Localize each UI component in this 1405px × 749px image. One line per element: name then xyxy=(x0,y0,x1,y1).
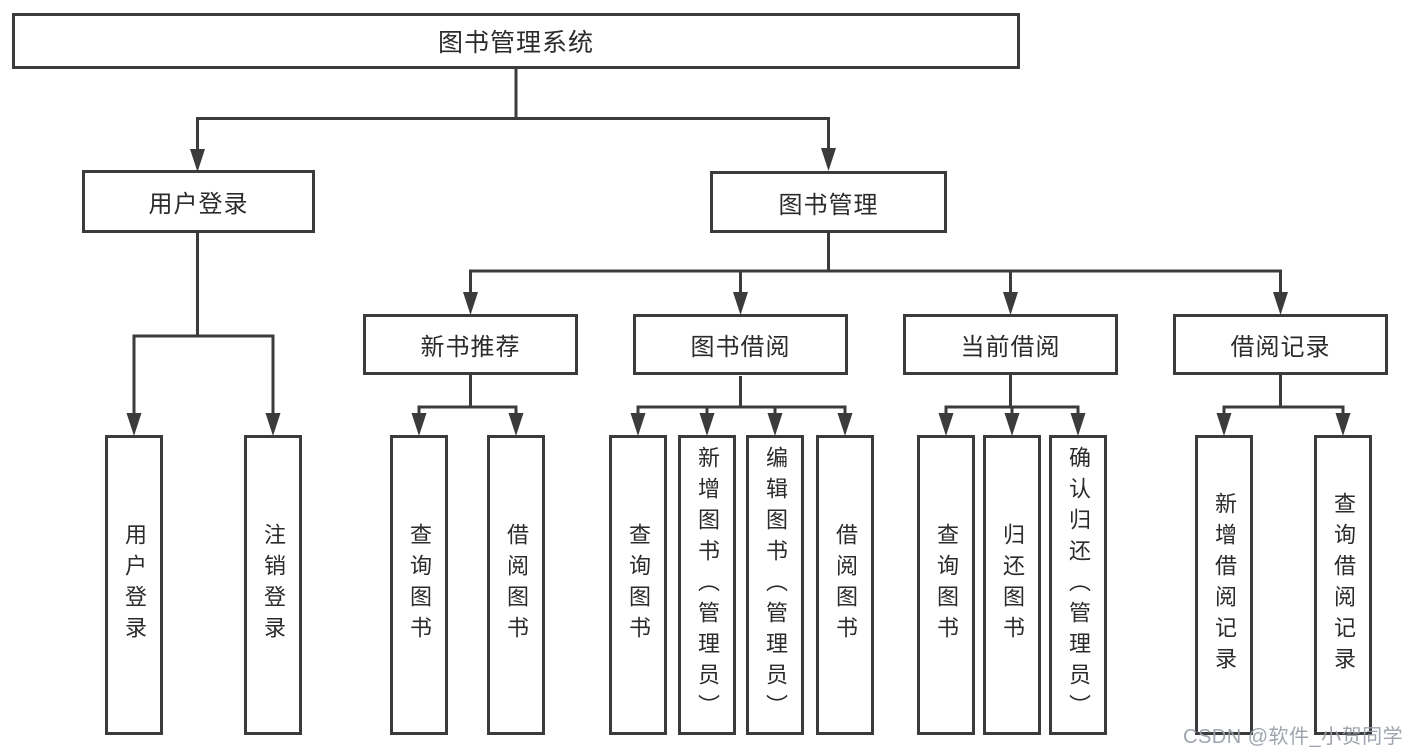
leaf-add-borrow-record-label: 新增借阅记录 xyxy=(1212,492,1237,678)
node-book-borrow: 图书借阅 xyxy=(633,314,848,375)
node-library-system-label: 图书管理系统 xyxy=(437,29,594,57)
leaf-add-books-admin: 新增图书（管理员） xyxy=(678,435,736,735)
node-user-login-label: 用户登录 xyxy=(148,191,249,218)
arrowheads xyxy=(126,148,1351,436)
leaf-confirm-return-admin-label: 确认归还（管理员） xyxy=(1066,445,1091,725)
leaf-recommend-borrow-books-label: 借阅图书 xyxy=(504,523,529,647)
node-book-management: 图书管理 xyxy=(710,171,947,233)
leaf-current-query-books-label: 查询图书 xyxy=(934,523,959,647)
leaf-recommend-query-books: 查询图书 xyxy=(390,435,448,735)
node-borrow-records-label: 借阅记录 xyxy=(1230,334,1331,361)
node-new-book-recommend-label: 新书推荐 xyxy=(420,334,521,361)
node-new-book-recommend: 新书推荐 xyxy=(363,314,578,375)
leaf-confirm-return-admin: 确认归还（管理员） xyxy=(1049,435,1107,735)
leaf-borrow-query-books-label: 查询图书 xyxy=(626,523,651,647)
leaf-logout: 注销登录 xyxy=(244,435,302,735)
leaf-add-borrow-record: 新增借阅记录 xyxy=(1195,435,1253,735)
leaf-current-query-books: 查询图书 xyxy=(917,435,975,735)
node-current-borrow: 当前借阅 xyxy=(903,314,1118,375)
leaf-recommend-borrow-books: 借阅图书 xyxy=(487,435,545,735)
leaf-edit-books-admin-label: 编辑图书（管理员） xyxy=(763,445,788,725)
leaf-borrow-query-books: 查询图书 xyxy=(609,435,667,735)
leaf-borrow-books-label: 借阅图书 xyxy=(833,523,858,647)
leaf-edit-books-admin: 编辑图书（管理员） xyxy=(746,435,804,735)
connector-segments xyxy=(132,69,1345,414)
node-borrow-records: 借阅记录 xyxy=(1173,314,1388,375)
csdn-watermark: CSDN @软件_小贺同学 xyxy=(1183,726,1404,748)
leaf-return-books-label: 归还图书 xyxy=(1000,523,1025,647)
leaf-query-borrow-record: 查询借阅记录 xyxy=(1314,435,1372,735)
node-library-system: 图书管理系统 xyxy=(12,13,1020,69)
leaf-query-borrow-record-label: 查询借阅记录 xyxy=(1331,492,1356,678)
leaf-recommend-query-books-label: 查询图书 xyxy=(407,523,432,647)
leaf-add-books-admin-label: 新增图书（管理员） xyxy=(695,445,720,725)
leaf-borrow-books: 借阅图书 xyxy=(816,435,874,735)
leaf-logout-label: 注销登录 xyxy=(261,523,286,647)
node-current-borrow-label: 当前借阅 xyxy=(960,334,1061,361)
leaf-user-login: 用户登录 xyxy=(105,435,163,735)
node-user-login: 用户登录 xyxy=(82,170,315,233)
node-book-management-label: 图书管理 xyxy=(778,191,879,219)
node-book-borrow-label: 图书借阅 xyxy=(690,334,791,361)
leaf-return-books: 归还图书 xyxy=(983,435,1041,735)
leaf-user-login-label: 用户登录 xyxy=(122,523,147,647)
